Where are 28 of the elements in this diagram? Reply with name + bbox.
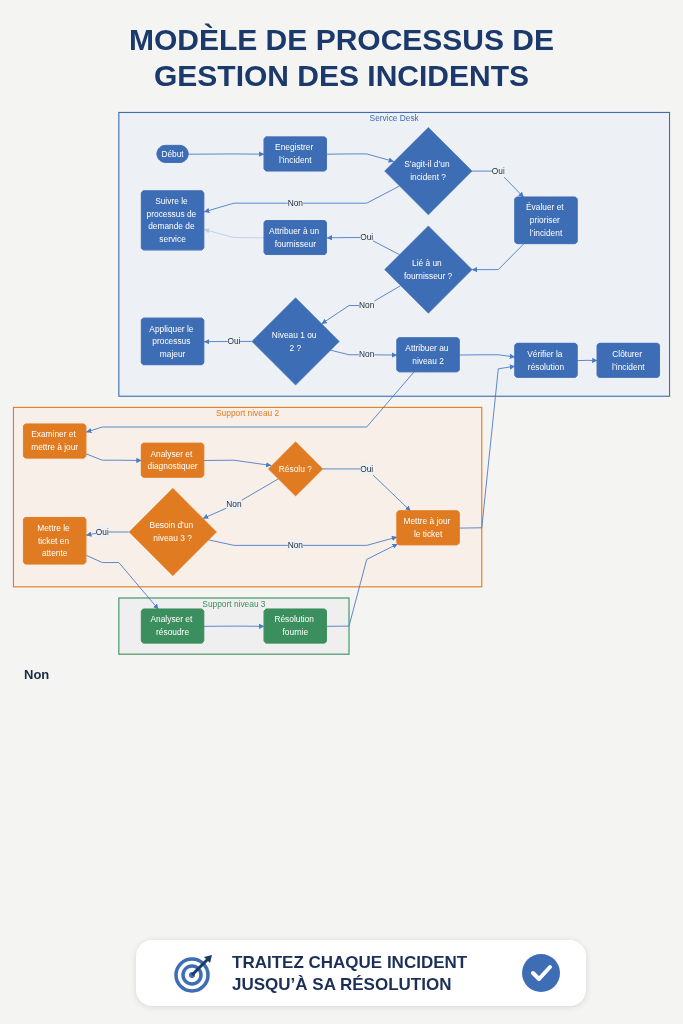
decision-diamond: Résolu ? (268, 441, 324, 497)
process-box: Examiner et mettre à jour (23, 423, 87, 459)
process-box: Résolution fournie (263, 608, 327, 644)
process-box: Mettre à jour le ticket (396, 510, 460, 546)
note-label: Non (24, 666, 50, 682)
caption: TRAITEZ CHAQUE INCIDENT JUSQU’À SA RÉSOLUTION (232, 952, 469, 996)
title: MODÈLE DE PROCESSUS DE GESTION DES INCIDENTS (127, 22, 556, 94)
edge-label: Oui (95, 525, 109, 539)
process-box: Appliquer le processus majeur (141, 317, 204, 365)
process-box: Vérifier la résolution (514, 343, 578, 378)
process-box: Clôturer l’incident (596, 343, 660, 378)
process-box: Suivre le processus de demande de service (141, 190, 204, 251)
process-box: Attribuer à un fournisseur (263, 220, 327, 255)
decision-diamond: Besoin d’un niveau 3 ? (128, 488, 217, 576)
edge-label: Non (226, 498, 242, 512)
process-box: Attribuer au niveau 2 (396, 337, 460, 373)
process-box: Évaluer et prioriser l’incident (514, 196, 578, 244)
process-box: Analyser et diagnostiquer (141, 442, 204, 478)
decision-diamond: S’agit-il d’un incident ? (384, 127, 473, 216)
edge-label: Oui (360, 462, 374, 476)
edge-label: Oui (491, 164, 505, 178)
process-box: Analyser et résoudre (141, 608, 204, 644)
edge-label: Non (287, 539, 303, 552)
decision-diamond: Lié à un fournisseur ? (384, 225, 473, 314)
decision-diamond: Niveau 1 ou 2 ? (251, 297, 340, 386)
process-box: Mettre le ticket en attente (23, 517, 87, 565)
process-box: Enegistrer l’incident (263, 136, 327, 172)
edge-label: Oui (360, 231, 374, 244)
